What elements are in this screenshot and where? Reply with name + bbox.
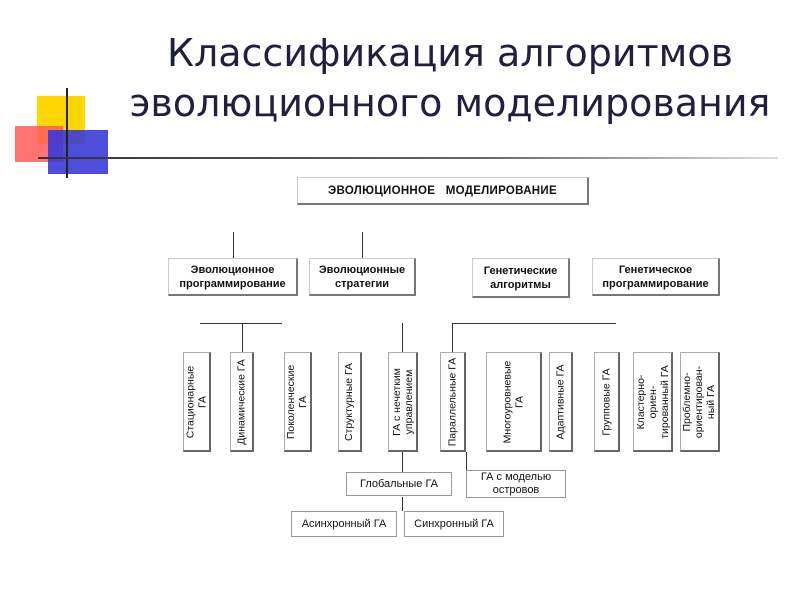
node-parallel-ga: Параллельные ГА xyxy=(440,352,466,452)
node-global-ga: Глобальные ГА xyxy=(346,472,452,496)
node-label: Групповые ГА xyxy=(601,368,613,435)
node-label: тированный ГА xyxy=(659,365,671,439)
node-label: ГА с моделью xyxy=(481,471,551,484)
node-label: ГА с нечетким xyxy=(391,368,403,436)
node-label: Параллельные ГА xyxy=(447,357,459,446)
node-label: алгоритмы xyxy=(490,278,551,292)
root-box: ЭВОЛЮЦИОННОЕ МОДЕЛИРОВАНИЕ xyxy=(297,177,589,205)
node-label: Асинхронный ГА xyxy=(302,518,387,531)
node-label: Кластерно- xyxy=(635,374,647,429)
node-label: ГА xyxy=(197,396,209,408)
node-island-model-ga: ГА с моделью островов xyxy=(466,470,566,498)
node-label: Поколенческие xyxy=(286,364,298,438)
node-label: Эволюционные xyxy=(319,263,405,277)
deco-blue-square xyxy=(48,130,108,174)
connector-ga-bar xyxy=(452,323,616,324)
node-label: ГА xyxy=(514,396,526,408)
node-label: программирование xyxy=(179,277,285,291)
deco-vertical-line xyxy=(66,88,68,178)
node-genetic-programming: Генетическое программирование xyxy=(592,258,720,296)
connector-ep-bar xyxy=(200,323,282,324)
node-stationary-ga: Стационарные ГА xyxy=(183,352,211,452)
vertical-label: Параллельные ГА xyxy=(447,357,459,446)
node-generational-ga: Поколенческие ГА xyxy=(284,352,312,452)
vertical-label: Стационарные ГА xyxy=(185,365,209,438)
node-cluster-oriented-ga: Кластерно- ориен- тированный ГА xyxy=(633,352,673,452)
node-adaptive-ga: Адаптивные ГА xyxy=(549,352,573,452)
node-label: программирование xyxy=(602,277,708,291)
connector-ep-down xyxy=(242,323,243,353)
vertical-label: Кластерно- ориен- тированный ГА xyxy=(635,365,671,439)
node-label: Динамические ГА xyxy=(236,359,248,444)
vertical-label: Динамические ГА xyxy=(236,359,248,444)
node-label: Проблемно- xyxy=(682,372,694,431)
node-label: Многоуровневые xyxy=(502,360,514,443)
node-structural-ga: Структурные ГА xyxy=(338,352,362,452)
node-genetic-algorithms: Генетические алгоритмы xyxy=(472,258,570,298)
node-label: Глобальные ГА xyxy=(360,478,438,491)
node-evolutionary-programming: Эволюционное программирование xyxy=(168,258,298,296)
node-problem-oriented-ga: Проблемно- ориентирован- ный ГА xyxy=(680,352,720,452)
node-label: Стационарные xyxy=(185,365,197,438)
root-label: ЭВОЛЮЦИОННОЕ МОДЕЛИРОВАНИЕ xyxy=(328,184,557,198)
title-line-2: эволюционного моделирования xyxy=(100,78,800,128)
vertical-label: Адаптивные ГА xyxy=(555,364,567,439)
node-label: ГА xyxy=(298,396,310,408)
connector-fuzzy-up xyxy=(402,323,403,353)
node-group-ga: Групповые ГА xyxy=(594,352,620,452)
connector-ga-down xyxy=(452,323,453,353)
page-title: Классификация алгоритмов эволюционного м… xyxy=(100,28,800,128)
vertical-label: Проблемно- ориентирован- ный ГА xyxy=(682,365,718,437)
node-multilevel-ga: Многоуровневые ГА xyxy=(486,352,542,452)
vertical-label: Структурные ГА xyxy=(344,362,356,440)
vertical-label: Групповые ГА xyxy=(601,368,613,435)
connector-global-down xyxy=(402,497,403,511)
node-label: Генетическое xyxy=(619,263,692,277)
node-label: ориентирован- xyxy=(694,365,706,437)
node-label: Генетические xyxy=(484,264,557,278)
connector-root-mid xyxy=(362,232,363,258)
node-label: Синхронный ГА xyxy=(414,518,494,531)
node-label: стратегии xyxy=(335,277,389,291)
node-label: Структурные ГА xyxy=(344,362,356,440)
node-async-ga: Асинхронный ГА xyxy=(291,511,397,537)
connector-root-left xyxy=(233,232,234,258)
node-evolution-strategies: Эволюционные стратегии xyxy=(309,258,416,296)
node-sync-ga: Синхронный ГА xyxy=(404,511,504,537)
node-label: ный ГА xyxy=(706,384,718,418)
node-dynamic-ga: Динамические ГА xyxy=(230,352,254,452)
connector-parallel-down xyxy=(402,452,403,473)
node-label: управлением xyxy=(403,369,415,434)
title-line-1: Классификация алгоритмов xyxy=(100,28,800,78)
node-label: Адаптивные ГА xyxy=(555,364,567,439)
deco-horizontal-line xyxy=(38,157,778,159)
vertical-label: ГА с нечетким управлением xyxy=(391,368,415,436)
node-fuzzy-ga: ГА с нечетким управлением xyxy=(388,352,418,452)
vertical-label: Многоуровневые ГА xyxy=(502,360,526,443)
node-label: Эволюционное xyxy=(191,263,275,277)
vertical-label: Поколенческие ГА xyxy=(286,364,310,438)
node-label: ориен- xyxy=(647,385,659,418)
node-label: островов xyxy=(493,484,540,497)
